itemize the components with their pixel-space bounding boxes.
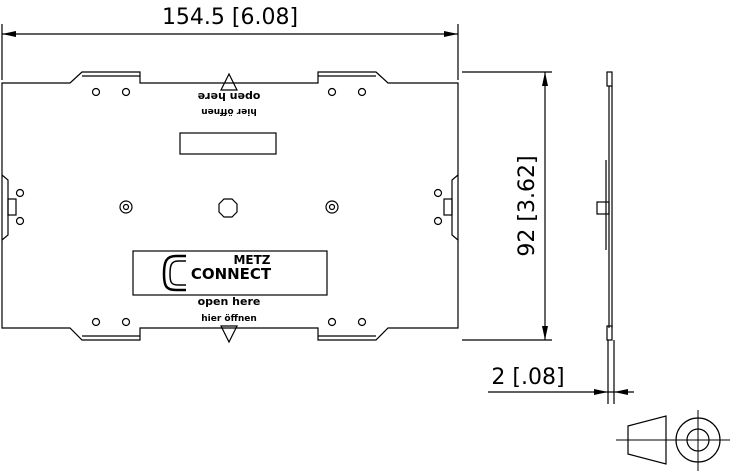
top-label-window xyxy=(179,132,277,155)
thickness-dimension: 2 [.08] xyxy=(488,365,634,395)
top-label-line1: open here xyxy=(198,90,261,103)
bottom-label-line2: hier öffnen xyxy=(201,314,257,324)
height-dimension: 92 [3.62] xyxy=(462,71,552,341)
height-dimension-label: 92 [3.62] xyxy=(515,155,540,256)
top-label-line2: hier öffnen xyxy=(201,106,257,116)
side-view xyxy=(596,71,615,404)
mounting-holes xyxy=(15,87,443,327)
logo-line1: METZ xyxy=(233,253,270,267)
width-dimension: 154.5 [6.08] xyxy=(1,5,459,80)
top-open-marker: hier öffnen open here xyxy=(198,72,261,116)
bottom-open-marker: open here hier öffnen xyxy=(198,295,261,344)
logo-line2: CONNECT xyxy=(191,265,272,283)
plate-outline xyxy=(1,71,459,341)
logo-window: METZ CONNECT xyxy=(132,250,328,296)
side-clips xyxy=(1,174,459,241)
bottom-label-line1: open here xyxy=(198,295,261,308)
thickness-dimension-label: 2 [.08] xyxy=(491,365,564,390)
width-dimension-label: 154.5 [6.08] xyxy=(162,5,298,30)
projection-symbol xyxy=(616,410,730,471)
